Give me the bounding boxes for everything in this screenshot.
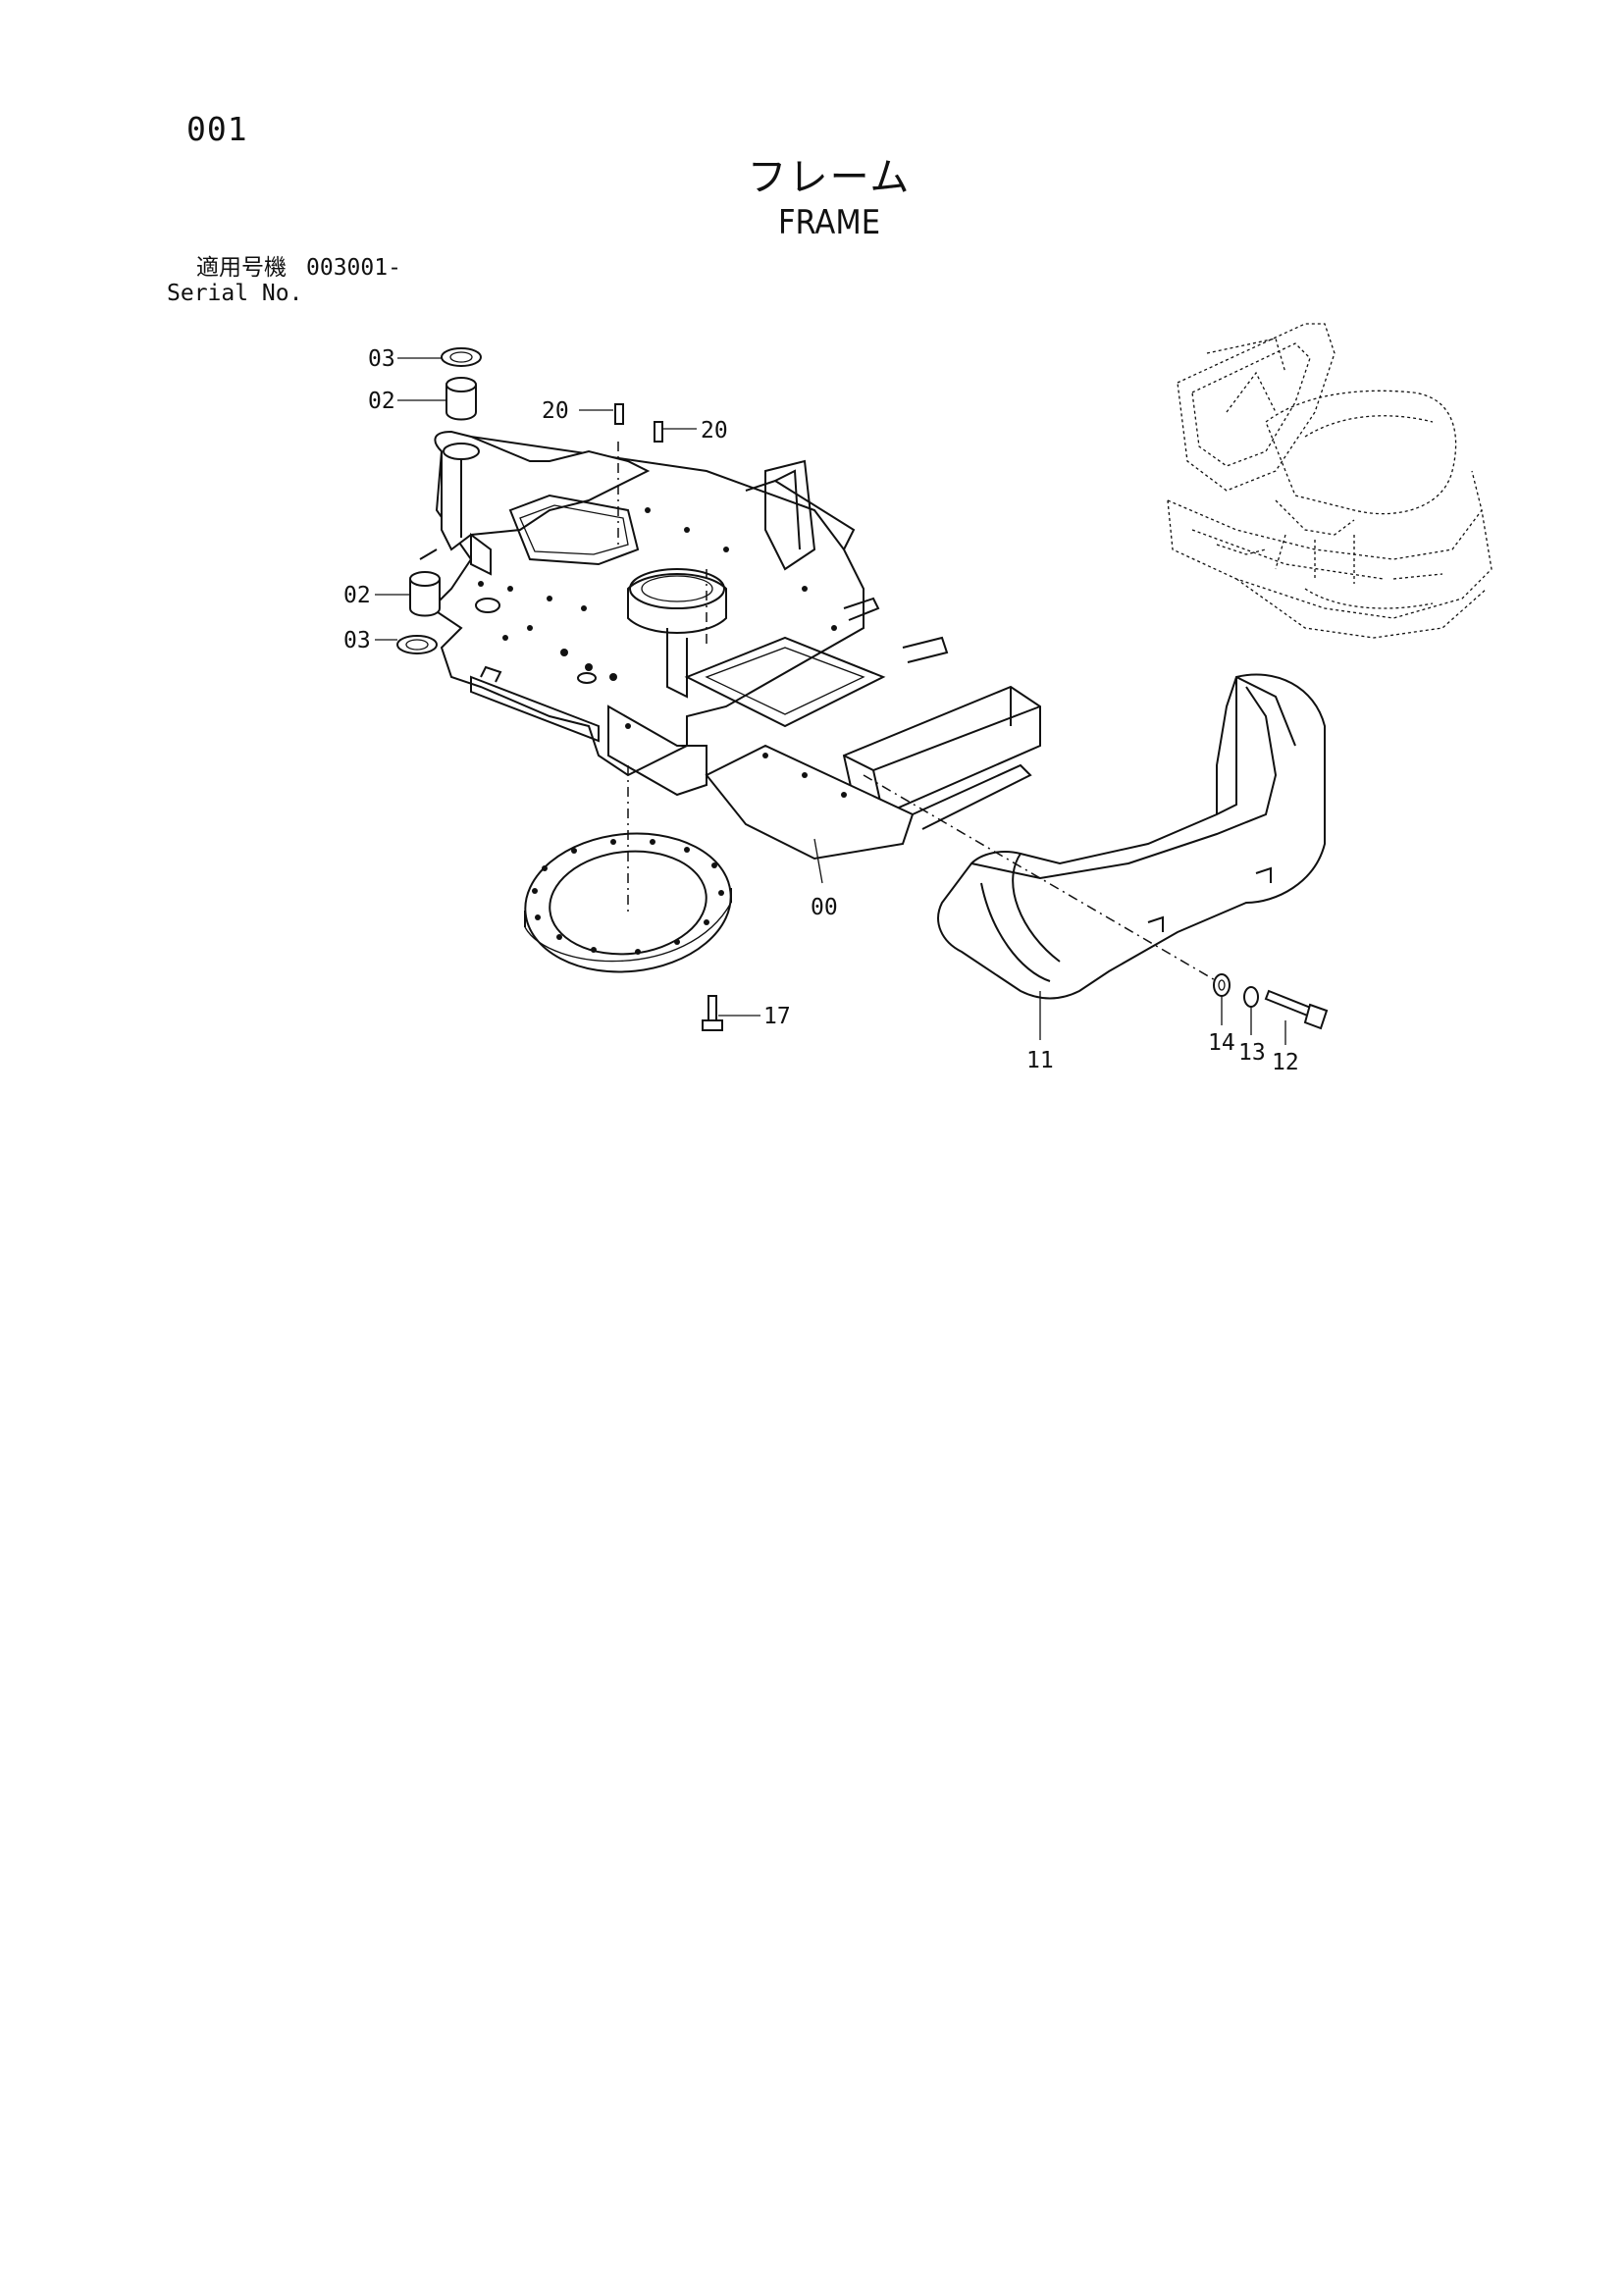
serial-label-en: Serial No. xyxy=(167,281,303,306)
counterweight-bolt-set xyxy=(1213,973,1329,1030)
bolt-17 xyxy=(702,995,723,1031)
callout-20-left: 20 xyxy=(542,398,569,424)
callout-02-upper: 02 xyxy=(368,389,395,414)
mount-lower xyxy=(396,548,441,654)
serial-label-jp: 適用号機 xyxy=(196,255,287,281)
counterweight xyxy=(937,673,1326,1000)
page-title-jp: フレーム xyxy=(747,155,912,200)
upper-revolving-frame xyxy=(430,430,1041,861)
machine-overview-illustration xyxy=(1167,323,1493,639)
callout-00: 00 xyxy=(811,895,838,920)
callout-13: 13 xyxy=(1238,1040,1266,1066)
pins-20 xyxy=(614,403,663,443)
callout-03-lower: 03 xyxy=(343,628,371,653)
callout-20-right: 20 xyxy=(701,418,728,444)
callout-02-lower: 02 xyxy=(343,583,371,608)
callout-17: 17 xyxy=(763,1004,791,1029)
callout-12: 12 xyxy=(1272,1050,1299,1075)
callout-leaders xyxy=(375,357,1286,1045)
serial-value: 003001- xyxy=(306,255,401,281)
mount-upper xyxy=(441,347,482,460)
swing-bearing-ring xyxy=(524,832,732,973)
callout-11: 11 xyxy=(1026,1048,1054,1073)
assembly-center-lines xyxy=(617,442,1218,982)
page-number: 001 xyxy=(186,110,248,148)
callout-14: 14 xyxy=(1208,1030,1235,1056)
page-title-en: FRAME xyxy=(777,203,881,242)
serial-block: 適用号機 003001- Serial No. xyxy=(167,255,401,306)
callout-03-upper: 03 xyxy=(368,346,395,372)
title-block: フレーム FRAME xyxy=(687,155,971,245)
